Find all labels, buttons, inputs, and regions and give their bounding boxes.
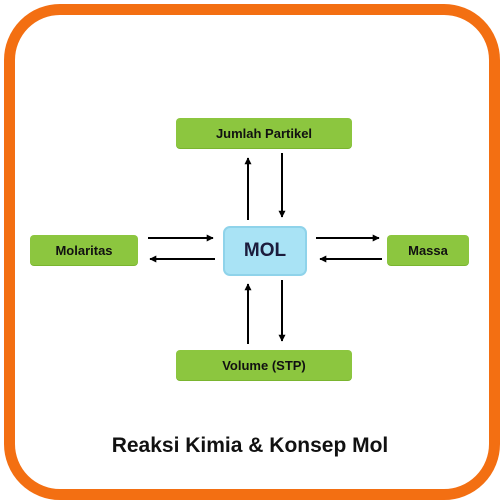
node-mol: MOL (223, 226, 307, 276)
diagram-caption: Reaksi Kimia & Konsep Mol (111, 434, 389, 457)
node-jumlah-partikel: Jumlah Partikel (176, 118, 352, 148)
node-volume-stp: Volume (STP) (176, 350, 352, 380)
node-molaritas: Molaritas (30, 235, 138, 265)
node-massa: Massa (387, 235, 469, 265)
